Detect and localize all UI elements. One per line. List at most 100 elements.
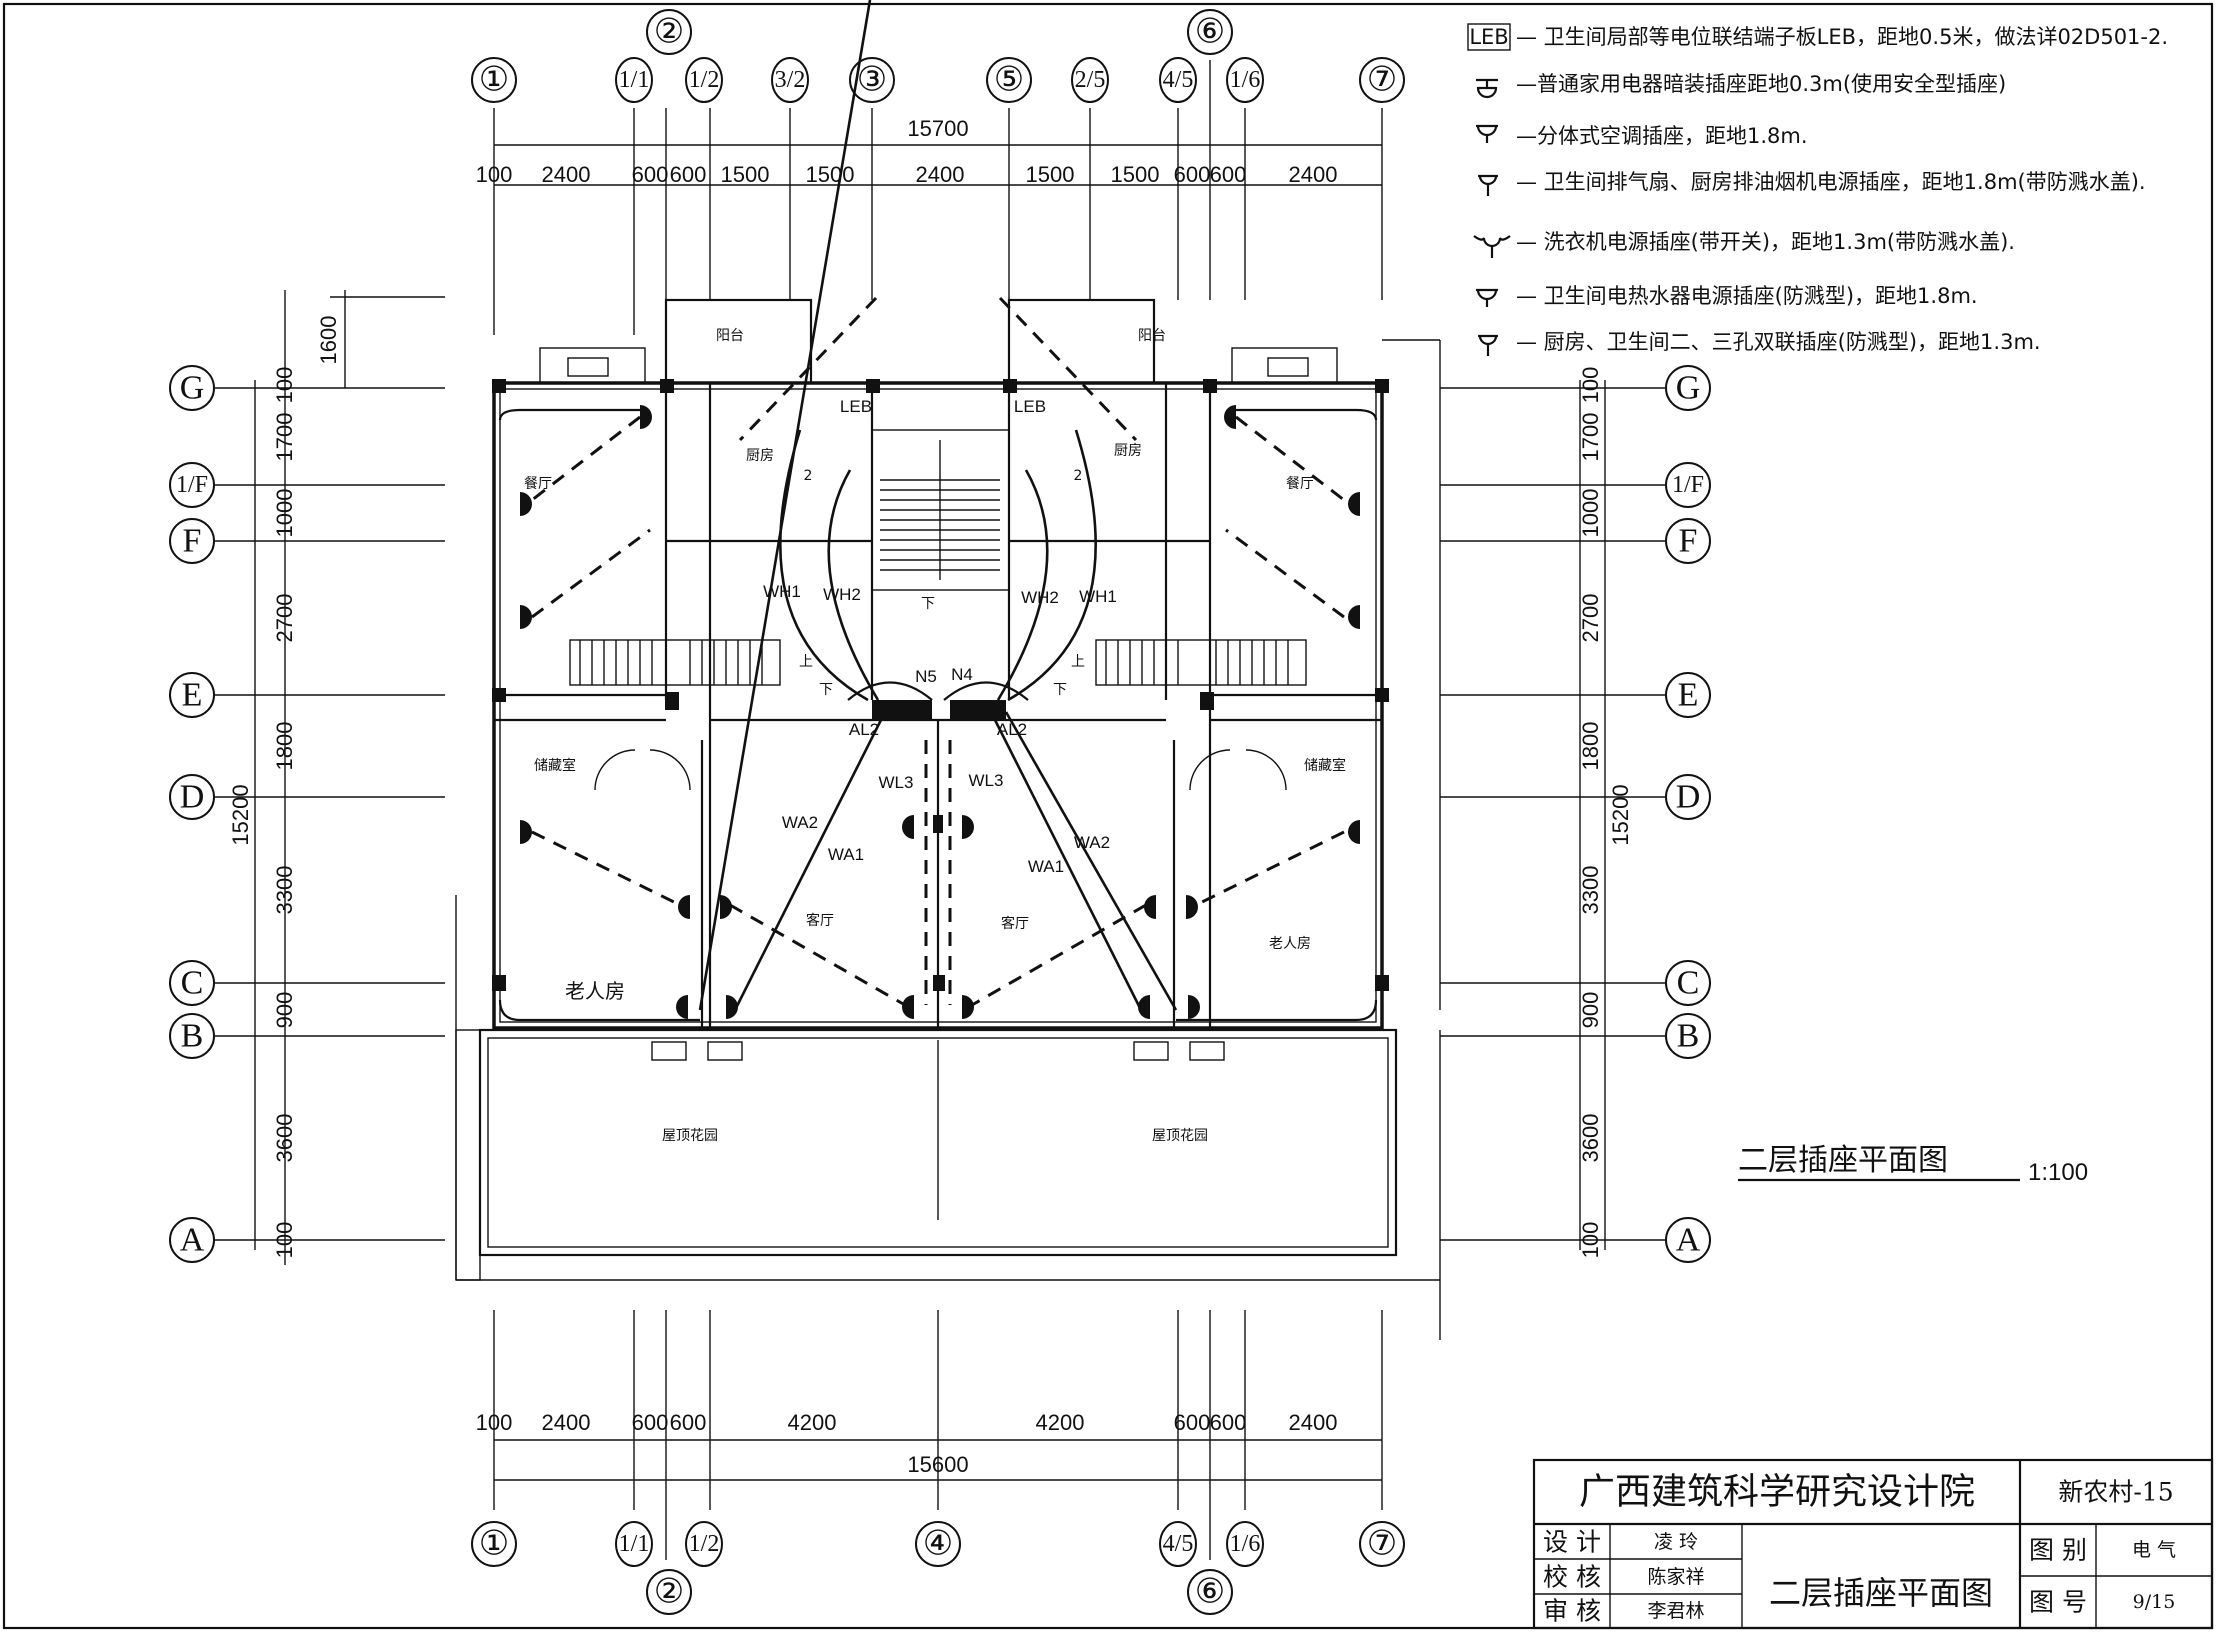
legend-item-text: — 洗衣机电源插座(带开关)，距地1.3m(带防溅水盖). [1516,230,2015,254]
dim-top-seg: 100 [476,162,513,187]
axis-bubble-label: F [183,523,202,560]
dim-top-seg: 600 [1174,162,1211,187]
socket-kitchen-icon [1478,334,1498,356]
role-name: 李君林 [1647,1600,1704,1622]
dim-bottom-seg: 4200 [788,1410,837,1435]
socket-symbols [520,405,1360,1019]
circuit-labels: WH1 WH2 WH2 WH1 N5 N4 AL2 AL2 WL3 WL3 WA… [763,397,1117,876]
socket-normal-icon [1476,78,1498,99]
socket-normal-icon [1138,995,1150,1019]
dim-vertical: 3300 [272,866,297,915]
dim-vertical: 1700 [1578,413,1603,462]
axis-bubble-label: ⑦ [1367,62,1397,99]
socket-normal-icon [520,605,532,629]
dim-vertical: 900 [1578,992,1603,1029]
sheet-title: 二层插座平面图 [1769,1574,1993,1612]
stair-right [1095,639,1307,686]
dim-bottom-total: 15600 [907,1452,968,1477]
circuit-label: WA2 [782,813,818,832]
dim-bottom-seg: 4200 [1036,1410,1085,1435]
socket-normal-icon [1348,492,1360,516]
socket-normal-icon [1348,605,1360,629]
socket-normal-icon [640,405,652,429]
axis-bubble-label: ① [479,62,509,99]
circuit-label: WA1 [1028,857,1064,876]
number-value: 9/15 [2133,1591,2176,1613]
dim-vertical: 1800 [272,722,297,771]
dim-top-seg: 1500 [1026,162,1075,187]
socket-ac-icon [962,815,974,839]
leb-box-icon [1467,23,1511,51]
bottom-axis-bubbles: ① 1/1 1/2 ④ 4/5 1/6 ⑦ ② ⑥ [471,1521,1405,1615]
legend-item-text: —分体式空调插座，距地1.8m. [1516,124,1808,148]
room-label-kitchen: 厨房 [746,448,774,464]
dim-top-seg: 600 [670,162,707,187]
dim-vertical: 100 [1578,1222,1603,1259]
category-value: 电 气 [2132,1539,2176,1561]
axis-bubble-label: 1/6 [1230,1531,1261,1557]
axis-bubble-label: C [1677,965,1700,1002]
dim-top-seg: 1500 [721,162,770,187]
dim-vertical-total: 15200 [1608,784,1633,845]
wiring [531,0,1345,1011]
room-label-storage: 储藏室 [534,757,576,774]
legend-item-text: — 卫生间局部等电位联结端子板LEB，距地0.5米，做法详02D501-2. [1516,25,2168,49]
dim-bottom-seg: 600 [1210,1410,1247,1435]
axis-bubble-label: 2/5 [1075,67,1106,93]
dim-top-seg: 600 [632,162,669,187]
category-label: 图 别 [2029,1536,2087,1565]
circuit-label: WH1 [1079,587,1117,606]
dim-vertical: 1700 [272,413,297,462]
socket-ac-icon [1348,820,1360,844]
dim-top-total: 15700 [907,116,968,141]
socket-normal-icon [1186,895,1198,919]
circuit-label: WL3 [969,771,1004,790]
number-label: 图 号 [2029,1588,2087,1617]
axis-bubble-label: 1/2 [689,1531,720,1557]
room-label-dining: 餐厅 [524,476,552,492]
stair-up-label: 上 [1071,654,1085,670]
axis-bubble-label: E [182,677,203,714]
socket-washer-icon [1473,235,1511,258]
axis-bubble-label: A [1676,1222,1701,1259]
institute-name: 广西建筑科学研究设计院 [1579,1472,1975,1513]
dim-bottom-seg: 600 [632,1410,669,1435]
axis-bubble-label: 1/1 [619,67,650,93]
room-label-elderly: 老人房 [1269,936,1311,952]
legend-item-text: — 卫生间排气扇、厨房排油烟机电源插座，距地1.8m(带防溅水盖). [1516,170,2146,194]
socket-normal-icon [678,895,690,919]
vertical-dimensions: 1600 100 1700 1000 2700 1800 3300 900 36… [228,316,1633,1259]
axis-bubble-label: B [181,1018,204,1055]
axis-bubble-label: C [181,965,204,1002]
stair-up-label: 上 [799,654,813,670]
dim-vertical: 100 [272,1222,297,1259]
axis-bubble-label: 4/5 [1163,67,1194,93]
dim-bottom-seg: 600 [1174,1410,1211,1435]
room-label-storage: 储藏室 [1304,757,1346,774]
socket-normal-icon [520,492,532,516]
axis-bubble-label: ⑥ [1195,14,1225,51]
circuit-label: AL2 [997,720,1027,739]
dim-vertical: 1000 [1578,489,1603,538]
dim-vertical: 1000 [272,489,297,538]
circuit-label: N5 [915,667,937,686]
role-label: 审 核 [1543,1597,1601,1626]
dim-top-seg: 2400 [916,162,965,187]
dim-top-seg: 2400 [542,162,591,187]
stair-down-label: 下 [921,596,935,612]
socket-normal-icon [962,995,974,1019]
dim-vertical: 100 [1578,367,1603,404]
stair-treads [880,440,1000,580]
bottom-dimensions: 100 2400 600 600 4200 4200 600 600 2400 … [476,1410,1382,1481]
axis-bubble-label: ④ [923,1526,953,1563]
axis-bubble-label: ⑦ [1367,1526,1397,1563]
dim-bottom-seg: 2400 [1289,1410,1338,1435]
axis-bubble-label: D [1676,779,1701,816]
room-label-living: 客厅 [806,912,834,929]
legend: LEB — 卫生间局部等电位联结端子板LEB，距地0.5米，做法详02D501-… [1467,23,2168,356]
socket-normal-icon [720,895,732,919]
socket-normal-icon [726,995,738,1019]
axis-bubble-label: G [180,370,205,407]
room-label-balcony: 阳台 [716,328,744,344]
top-axis-bubbles: ① 1/1 1/2 3/2 ③ ⑤ 2/5 4/5 1/6 ⑦ ② ⑥ [471,9,1405,103]
